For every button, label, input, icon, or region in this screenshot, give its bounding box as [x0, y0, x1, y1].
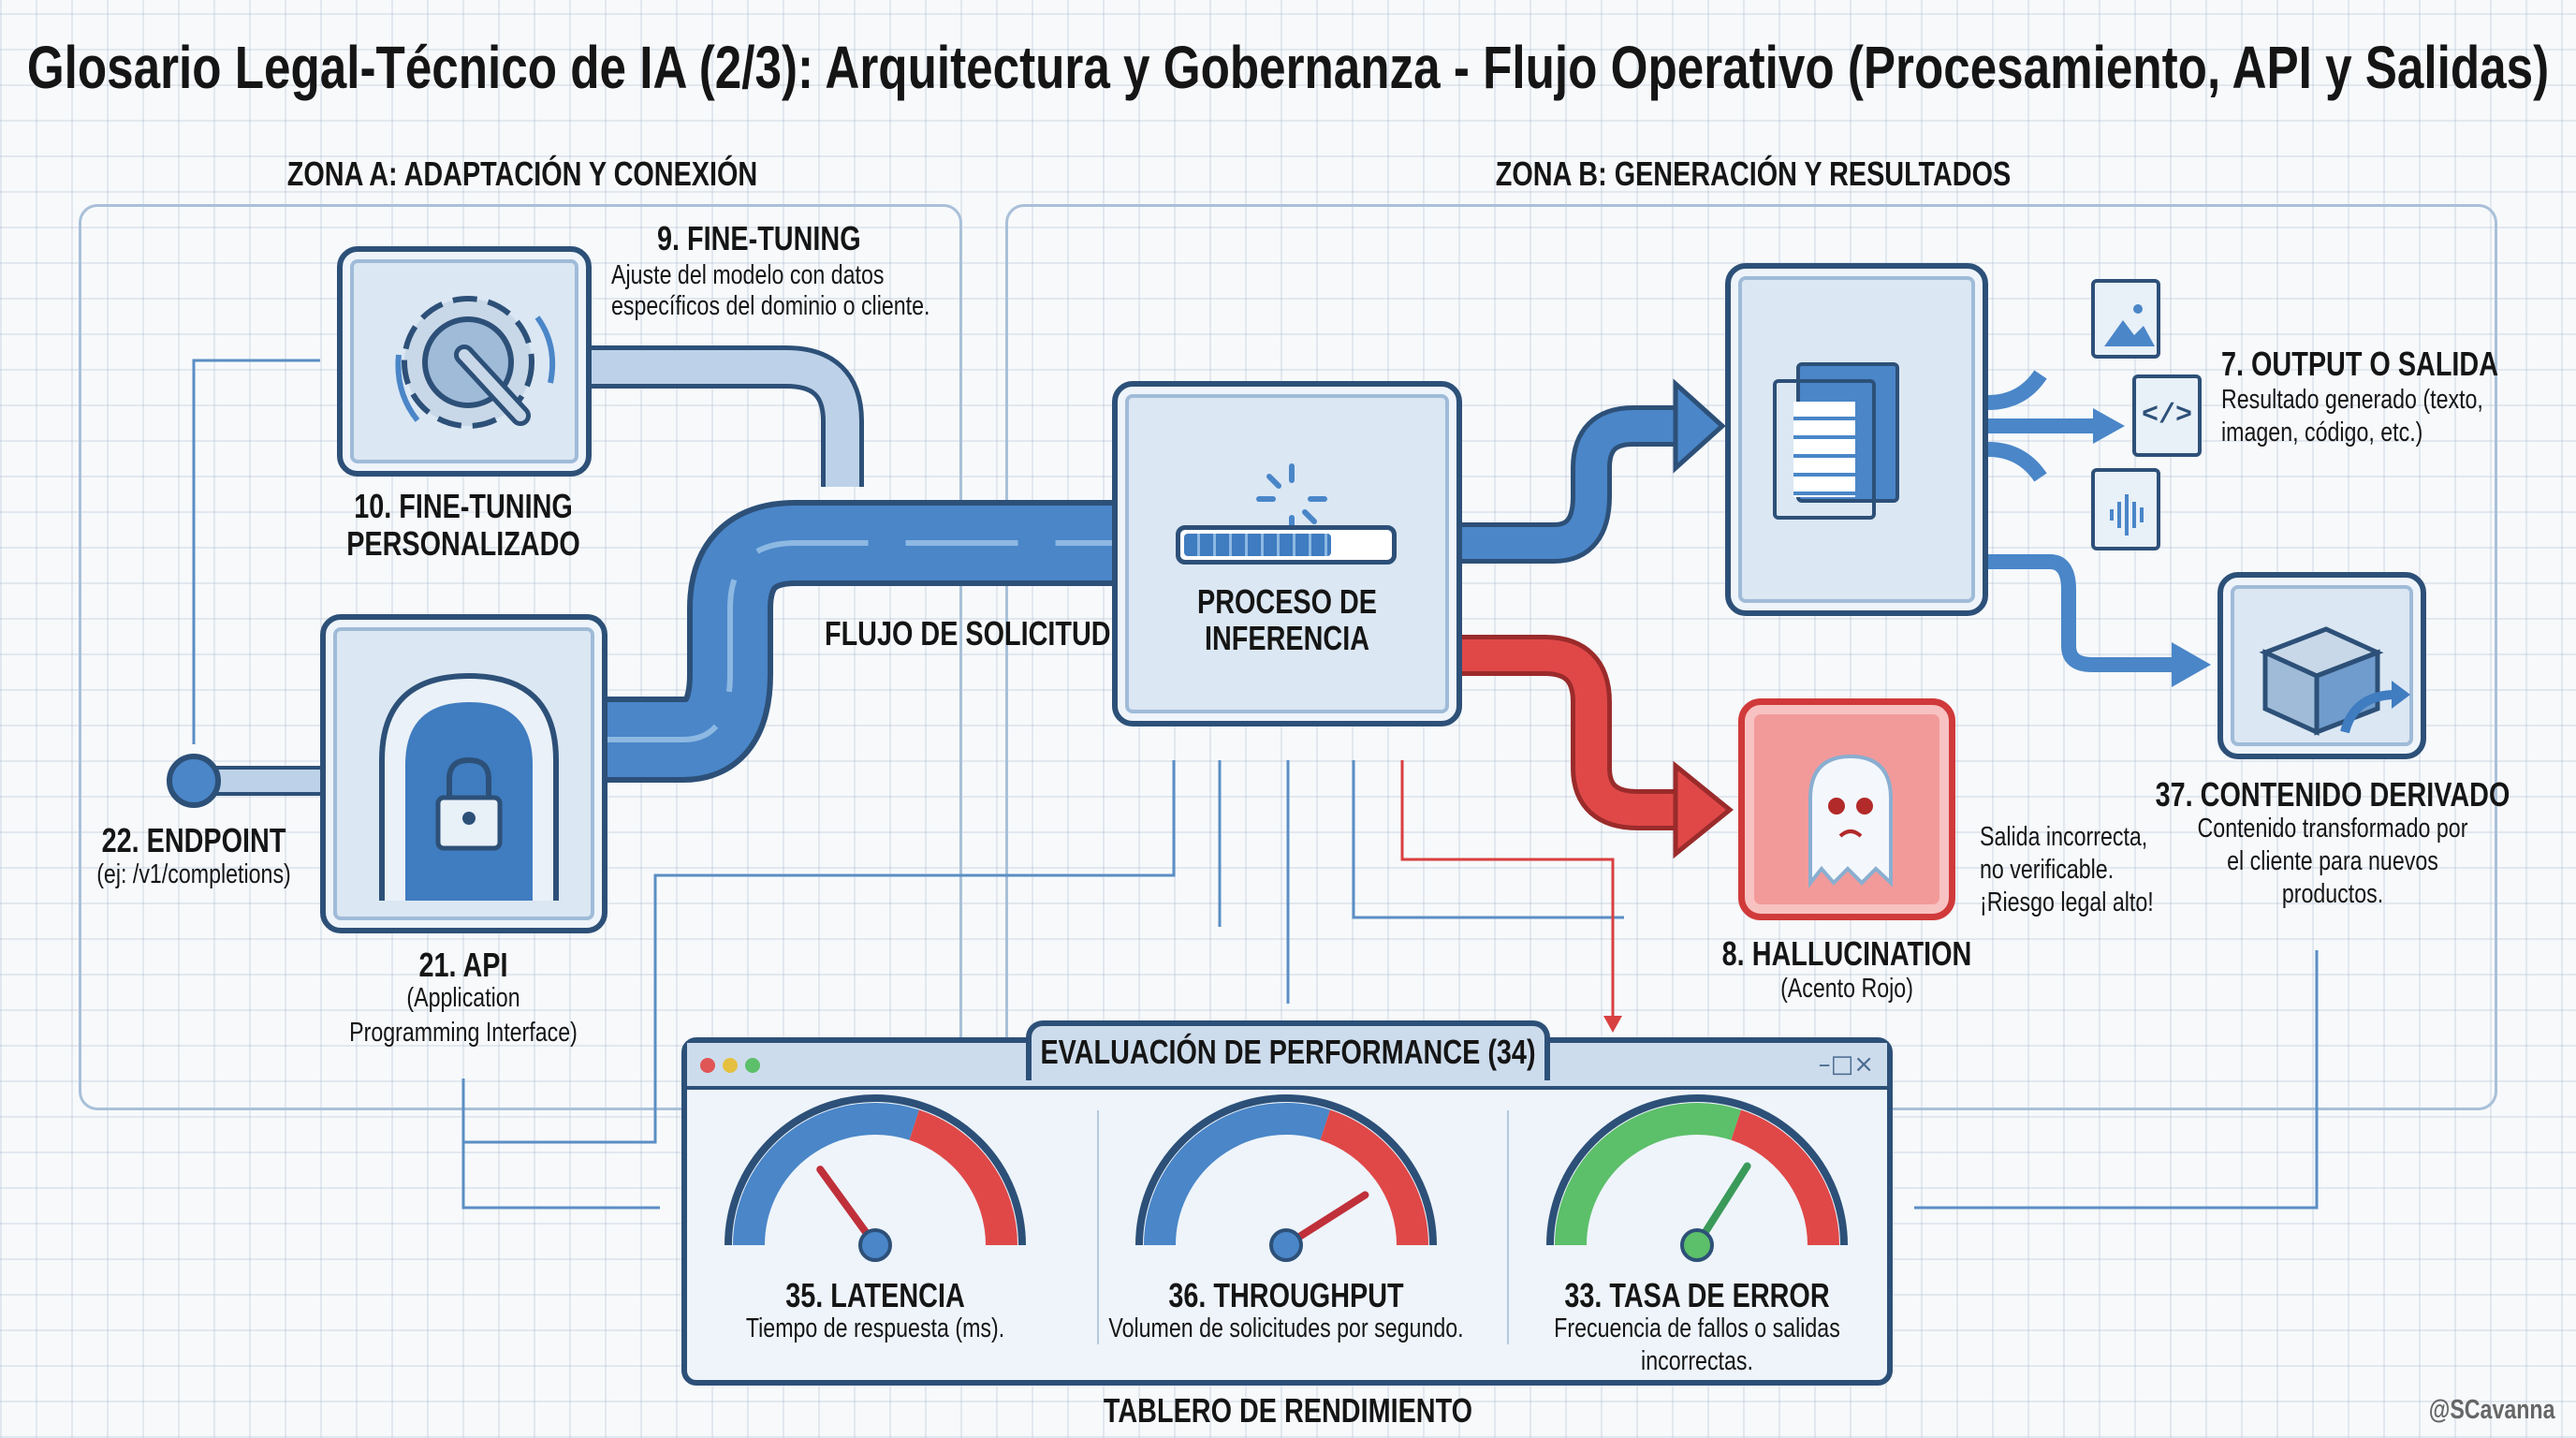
gauge-rim: [724, 1094, 1026, 1246]
zone-a-frame: [79, 204, 962, 1110]
gauge-band-high: [909, 1109, 1017, 1246]
derived-arrow: [1988, 554, 2181, 672]
ghost-icon: [1808, 754, 1893, 888]
api-desc-1: (Application: [406, 983, 520, 1013]
gauge-error-desc-2: incorrectas.: [1641, 1346, 1753, 1376]
gauge-pivot: [858, 1228, 892, 1262]
minimize-dot-icon[interactable]: [723, 1058, 738, 1073]
dashboard-caption: TABLERO DE RENDIMIENTO: [1103, 1391, 1473, 1430]
derived-content-box: [2217, 572, 2426, 759]
derived-desc-1: Contenido transformado por: [2197, 814, 2468, 844]
red-arrowhead: [1603, 1016, 1622, 1033]
gauge-error-desc-1: Frecuencia de fallos o salidas: [1554, 1313, 1840, 1343]
gauge-latency-title: 35. LATENCIA: [785, 1276, 965, 1314]
hallucination-desc-2: no verificable.: [1980, 855, 2115, 885]
divider: [1507, 1110, 1509, 1344]
fine-tuning-custom-title-1: 10. FINE-TUNING: [354, 487, 573, 525]
api-desc-2: Programming Interface): [349, 1018, 578, 1048]
close-dot-icon[interactable]: [700, 1058, 715, 1073]
request-flow-label: FLUJO DE SOLICITUD: [825, 614, 1111, 653]
endpoint-title: 22. ENDPOINT: [101, 821, 286, 859]
hallucination-title: 8. HALLUCINATION: [1721, 934, 1972, 973]
dashboard-title-tab: [1026, 1020, 1550, 1080]
gauge-band-low: [1555, 1103, 1741, 1246]
derived-title: 37. CONTENIDO DERIVADO: [2155, 775, 2510, 814]
gauge-band-high: [1731, 1109, 1839, 1246]
connector-api-dash: [461, 1078, 660, 1210]
page-title: Glosario Legal-Técnico de IA (2/3): Arqu…: [26, 34, 2550, 101]
gauge-rim: [1546, 1094, 1848, 1246]
gauge-error-title: 33. TASA DE ERROR: [1564, 1276, 1830, 1314]
api-gateway-box: [320, 614, 607, 933]
derived-desc-3: productos.: [2281, 879, 2384, 909]
gauge-latency-desc: Tiempo de respuesta (ms).: [745, 1313, 1005, 1343]
zone-a-label: ZONA A: ADAPTACIÓN Y CONEXIÓN: [286, 154, 758, 193]
zone-b-label: ZONA B: GENERACIÓN Y RESULTADOS: [1495, 154, 2012, 193]
gauge-pivot: [1680, 1228, 1714, 1262]
gauge-band-low: [733, 1103, 919, 1246]
progress-fill: [1184, 534, 1331, 556]
divider: [1097, 1110, 1099, 1344]
api-title: 21. API: [418, 946, 508, 984]
fine-tuning-title: 9. FINE-TUNING: [657, 219, 861, 257]
hallucination-box: [1738, 698, 1955, 920]
connector-red: [1400, 760, 1615, 1020]
fine-tuning-custom-title-2: PERSONALIZADO: [346, 524, 580, 563]
window-controls-icon[interactable]: –□×: [1818, 1050, 1874, 1078]
output-desc-1: Resultado generado (texto,: [2221, 385, 2483, 415]
output-desc-2: imagen, código, etc.): [2221, 418, 2423, 448]
inference-box: [1112, 381, 1462, 726]
gauge-throughput-desc: Volumen de solicitudes por segundo.: [1108, 1313, 1464, 1343]
hallucination-desc-3: ¡Riesgo legal alto!: [1980, 888, 2154, 917]
gauge-throughput-title: 36. THROUGHPUT: [1168, 1276, 1404, 1314]
image-file-icon: [2091, 279, 2160, 359]
derived-desc-2: el cliente para nuevos: [2227, 846, 2438, 876]
dashboard-title: EVALUACIÓN DE PERFORMANCE (34): [1040, 1033, 1536, 1071]
connector-3: [1352, 760, 1624, 919]
audio-file-icon: [2091, 468, 2160, 550]
inference-title-2: INFERENCIA: [1204, 619, 1370, 657]
hallucination-subtitle: (Acento Rojo): [1780, 974, 1913, 1004]
lock-gate-icon: [379, 672, 559, 901]
hallucination-desc-1: Salida incorrecta,: [1980, 822, 2148, 852]
gauge-band-high: [1320, 1109, 1428, 1246]
credit: @SCavanna: [2429, 1395, 2555, 1425]
package-icon: [2259, 626, 2410, 736]
fine-tuning-box: [337, 246, 592, 477]
connector-finetune-endpoint: [192, 359, 320, 744]
code-file-icon: </>: [2132, 374, 2202, 457]
gear-wrench-icon: [395, 296, 556, 429]
connector-derived: [1914, 950, 2319, 1210]
gauge-rim: [1135, 1094, 1437, 1246]
endpoint-desc: (ej: /v1/completions): [96, 859, 291, 889]
endpoint-node-icon: [167, 754, 221, 808]
inference-title-1: PROCESO DE: [1196, 582, 1378, 621]
output-title: 7. OUTPUT O SALIDA: [2221, 345, 2499, 383]
gauge-band-low: [1144, 1103, 1330, 1246]
maximize-dot-icon[interactable]: [745, 1058, 760, 1073]
gauge-pivot: [1269, 1228, 1303, 1262]
fine-tuning-desc-1: Ajuste del modelo con datos: [611, 260, 885, 290]
inference-progress-bar: [1176, 525, 1397, 565]
output-box: [1725, 263, 1988, 616]
fine-tuning-desc-2: específicos del dominio o cliente.: [611, 291, 930, 321]
